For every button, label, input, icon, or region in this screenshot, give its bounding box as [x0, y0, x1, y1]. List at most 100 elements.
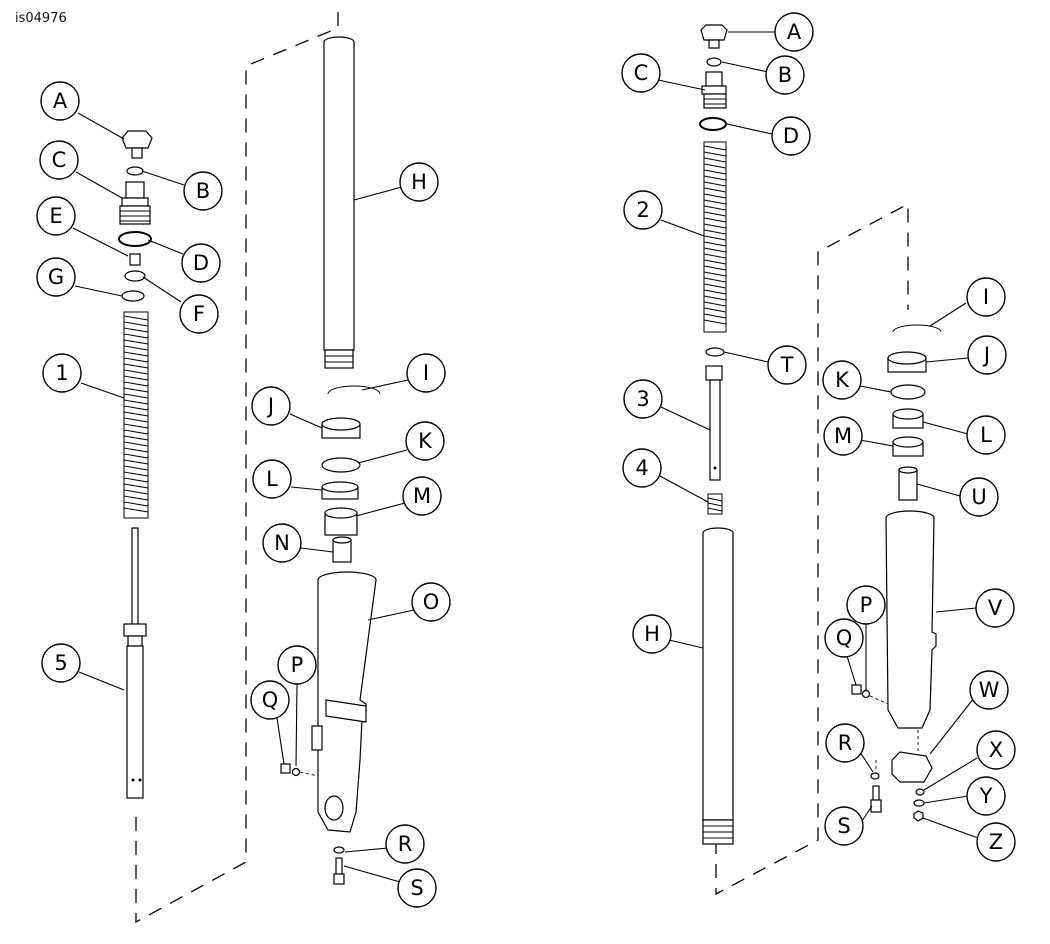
right-bushing-m — [892, 436, 924, 457]
left-part-n — [332, 536, 352, 563]
callout-y: Y — [966, 776, 1006, 816]
right-cap-bolt — [700, 24, 728, 49]
right-circlip — [892, 324, 942, 333]
left-fork-tube — [323, 36, 355, 369]
svg-text:S: S — [410, 876, 423, 900]
callout-z: Z — [976, 822, 1016, 862]
right-oil-seal — [887, 351, 927, 373]
callout-2: 2 — [623, 190, 663, 230]
svg-text:U: U — [971, 485, 986, 509]
callout-b-left: B — [183, 171, 223, 211]
right-nut-z — [913, 810, 924, 822]
svg-text:W: W — [979, 678, 1000, 702]
right-fork-tube — [702, 527, 734, 845]
svg-text:D: D — [783, 124, 799, 148]
callout-j-right: J — [967, 335, 1007, 375]
right-fork-slider — [885, 510, 937, 729]
svg-text:A: A — [53, 89, 68, 113]
callout-x: X — [976, 730, 1016, 770]
left-circlip — [327, 385, 381, 395]
callout-k-left: K — [405, 421, 445, 461]
svg-text:C: C — [52, 148, 67, 172]
svg-text:5: 5 — [54, 651, 67, 675]
callout-q-left: Q — [250, 680, 290, 720]
left-bushing-m — [324, 507, 358, 536]
callout-4: 4 — [622, 448, 662, 488]
left-washer-p — [291, 767, 301, 777]
svg-text:B: B — [778, 63, 792, 87]
svg-text:M: M — [834, 424, 852, 448]
svg-text:X: X — [989, 738, 1003, 762]
right-washer-k — [890, 384, 926, 400]
right-bushing-l — [892, 408, 924, 429]
callout-p-right: P — [846, 585, 886, 625]
svg-text:I: I — [423, 361, 429, 385]
left-assembly-dashed-outline — [135, 12, 339, 924]
right-fork-cap — [701, 71, 727, 109]
callout-d-left: D — [181, 243, 221, 283]
callout-q-right: Q — [824, 618, 864, 658]
left-damper-rod — [123, 527, 147, 799]
callout-o: O — [411, 582, 451, 622]
callout-t: T — [767, 345, 807, 385]
callout-c-right: C — [621, 53, 661, 93]
callout-a-left: A — [40, 81, 80, 121]
right-washer-x — [915, 788, 925, 796]
svg-text:P: P — [291, 653, 304, 677]
callout-s-right: S — [824, 806, 864, 846]
left-fork-cap — [119, 181, 151, 225]
svg-text:2: 2 — [636, 198, 649, 222]
right-nut-q — [851, 684, 862, 695]
left-cap-bolt — [121, 130, 153, 159]
callout-a-right: A — [774, 12, 814, 52]
callout-u: U — [959, 477, 999, 517]
svg-text:P: P — [860, 593, 873, 617]
svg-text:H: H — [411, 170, 427, 194]
callout-h-left: H — [399, 162, 439, 202]
svg-text:O: O — [423, 590, 440, 614]
callout-m-right: M — [823, 416, 863, 456]
svg-text:B: B — [196, 179, 210, 203]
right-washer-y — [913, 799, 925, 807]
right-damper-rod — [705, 365, 723, 481]
svg-text:L: L — [266, 467, 278, 491]
callout-i-right: I — [966, 277, 1006, 317]
callout-5: 5 — [41, 643, 81, 683]
callout-e-left: E — [36, 196, 76, 236]
left-washer-k — [321, 457, 361, 473]
callout-g-left: G — [36, 257, 76, 297]
svg-text:J: J — [266, 394, 274, 418]
svg-text:L: L — [980, 423, 992, 447]
svg-text:T: T — [780, 353, 794, 377]
callout-s-left: S — [397, 868, 437, 908]
figure-id: is04976 — [15, 11, 67, 26]
callout-f-left: F — [179, 294, 219, 334]
right-bracket-w — [891, 730, 933, 783]
svg-text:A: A — [787, 20, 802, 44]
svg-text:G: G — [48, 265, 64, 289]
callout-3: 3 — [623, 379, 663, 419]
svg-text:Q: Q — [262, 688, 279, 712]
left-nut-q — [280, 763, 291, 774]
right-fork-spring — [703, 141, 727, 333]
left-bolt-s — [333, 857, 345, 885]
right-o-ring — [699, 117, 727, 131]
svg-text:Q: Q — [836, 626, 853, 650]
svg-text:C: C — [634, 61, 649, 85]
svg-text:M: M — [413, 484, 431, 508]
callout-c-left: C — [39, 140, 79, 180]
callout-b-right: B — [765, 55, 805, 95]
svg-text:R: R — [838, 731, 853, 755]
svg-text:Z: Z — [989, 830, 1003, 854]
right-washer-r — [870, 772, 880, 780]
leader-lines — [72, 31, 979, 883]
right-part-t — [705, 347, 725, 357]
callout-i-left: I — [406, 353, 446, 393]
svg-text:K: K — [835, 368, 850, 392]
svg-text:D: D — [193, 251, 209, 275]
left-spacer-e — [129, 253, 141, 266]
left-fork-slider — [311, 571, 377, 833]
svg-text:3: 3 — [636, 387, 649, 411]
left-washer-g — [121, 290, 145, 302]
